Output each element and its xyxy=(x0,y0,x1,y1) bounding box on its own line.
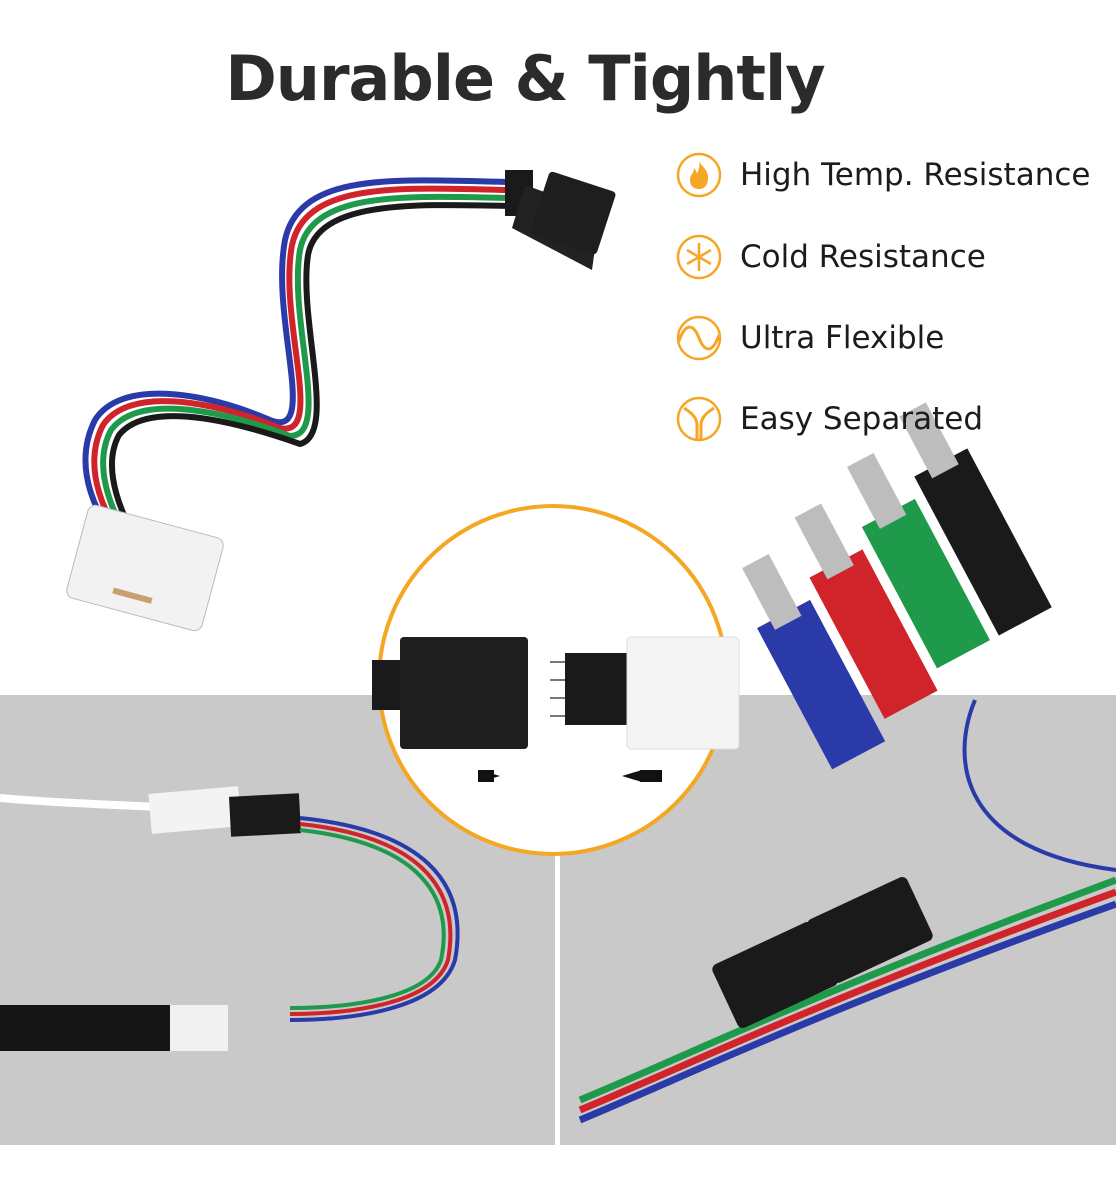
feature-separated: Easy Separated xyxy=(676,394,983,444)
feature-label: High Temp. Resistance xyxy=(740,157,1091,193)
feature-cold: Cold Resistance xyxy=(676,232,986,282)
feature-label: Easy Separated xyxy=(740,401,984,437)
rgb-cable-illustration xyxy=(82,177,513,548)
wire-ends-illustration xyxy=(742,402,1052,770)
left-photo-content xyxy=(0,786,460,1051)
strip-clip-connector xyxy=(66,504,224,632)
feature-high-temp: High Temp. Resistance xyxy=(676,150,1090,200)
right-photo-content xyxy=(578,699,1116,1124)
snowflake-icon xyxy=(676,234,722,280)
page-title: Durable & Tightly xyxy=(225,42,825,115)
female-connector xyxy=(505,170,616,270)
feature-label: Ultra Flexible xyxy=(740,320,945,356)
wave-icon xyxy=(676,315,722,361)
flame-icon xyxy=(676,152,722,198)
feature-label: Cold Resistance xyxy=(740,239,986,275)
connector-detail-inset xyxy=(372,504,740,856)
split-y-icon xyxy=(676,396,722,442)
feature-flexible: Ultra Flexible xyxy=(676,313,944,363)
